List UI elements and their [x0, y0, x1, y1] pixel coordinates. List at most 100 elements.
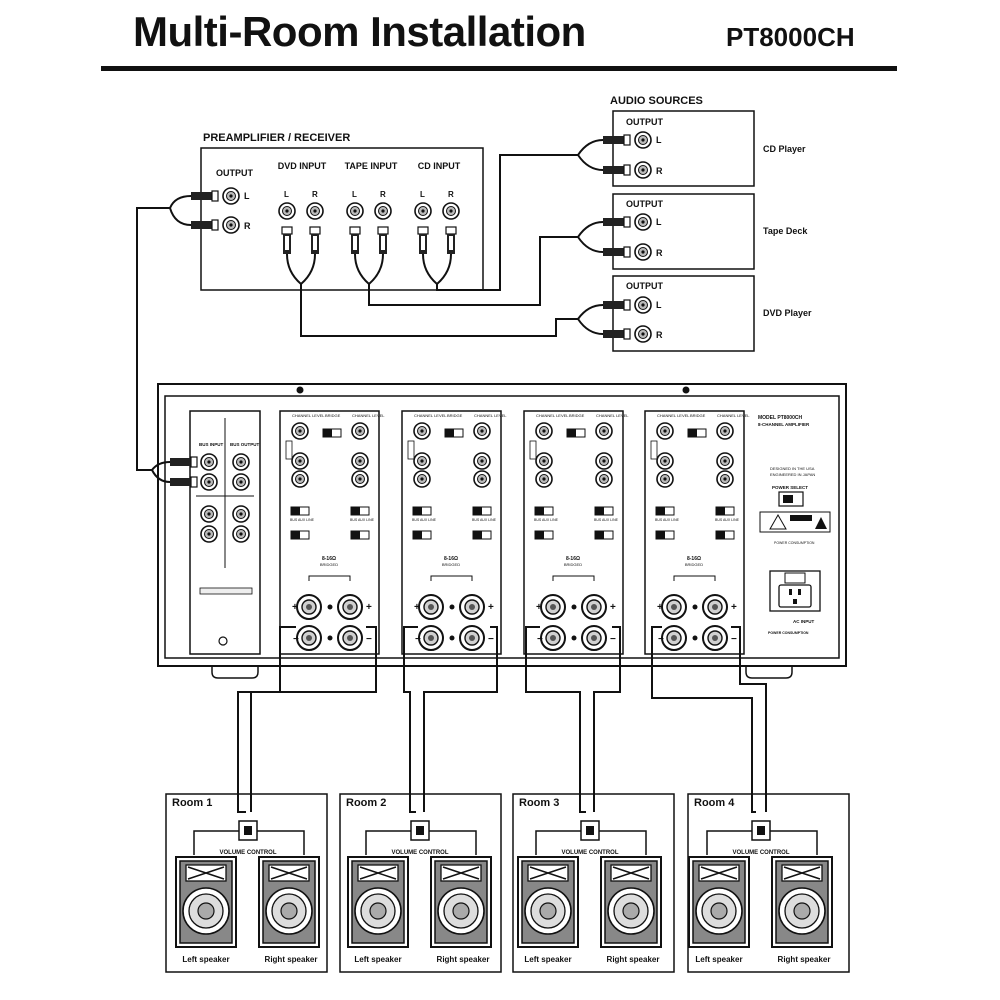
preamp-out-r: R	[244, 221, 251, 231]
channel-module-1: CHANNEL LEVEL BRIDGE CHANNEL LEVEL BUS A…	[279, 410, 385, 655]
svg-text:R: R	[656, 166, 663, 176]
svg-text:BUS AUX LINE: BUS AUX LINE	[655, 518, 680, 522]
room-3-right-speaker-label: Right speaker	[607, 955, 660, 964]
svg-text:VOLUME CONTROL: VOLUME CONTROL	[733, 850, 790, 856]
svg-text:BRIDGE: BRIDGE	[325, 413, 341, 418]
svg-text:−: −	[488, 634, 494, 645]
svg-text:CHANNEL LEVEL: CHANNEL LEVEL	[474, 413, 507, 418]
tape-deck-box	[612, 193, 755, 270]
svg-text:OUTPUT: OUTPUT	[626, 117, 664, 127]
svg-text:8-16Ω: 8-16Ω	[322, 556, 336, 562]
svg-text:8-16Ω: 8-16Ω	[566, 556, 580, 562]
svg-text:+: +	[292, 602, 298, 613]
room-3-label: Room 3	[519, 797, 559, 809]
svg-text:+: +	[488, 602, 494, 613]
page-title: Multi-Room Installation	[133, 8, 586, 55]
svg-text:BUS AUX LINE: BUS AUX LINE	[534, 518, 559, 522]
amp-model-label: MODEL PT8000CH	[758, 415, 802, 421]
cd-input-label: CD INPUT	[418, 161, 461, 171]
speaker-cables	[237, 626, 767, 813]
dvd-player-box	[612, 275, 755, 352]
svg-text:BUS AUX LINE: BUS AUX LINE	[472, 518, 497, 522]
svg-text:L: L	[352, 190, 357, 199]
svg-text:R: R	[656, 248, 663, 258]
svg-text:−: −	[415, 634, 421, 645]
svg-text:OUTPUT: OUTPUT	[626, 281, 664, 291]
channel-module-2: CHANNEL LEVEL BRIDGE CHANNEL LEVEL BUS A…	[401, 410, 507, 655]
svg-text:POWER CONSUMPTION: POWER CONSUMPTION	[774, 541, 815, 545]
svg-text:L: L	[284, 190, 289, 199]
tape-input-label: TAPE INPUT	[345, 161, 398, 171]
channel-module-4: CHANNEL LEVEL BRIDGE CHANNEL LEVEL BUS A…	[644, 410, 750, 655]
svg-text:BUS OUTPUT: BUS OUTPUT	[230, 442, 260, 447]
svg-text:BUS AUX LINE: BUS AUX LINE	[594, 518, 619, 522]
room-1-right-speaker-label: Right speaker	[265, 955, 318, 964]
preamp-output-label: OUTPUT	[216, 168, 254, 178]
svg-text:+: +	[610, 602, 616, 613]
svg-text:8-CHANNEL AMPLIFIER: 8-CHANNEL AMPLIFIER	[758, 422, 810, 427]
svg-text:BUS AUX LINE: BUS AUX LINE	[412, 518, 437, 522]
preamp-out-l: L	[244, 191, 250, 201]
room-1-left-speaker-label: Left speaker	[182, 955, 229, 964]
bus-panel	[189, 410, 261, 655]
svg-text:−: −	[658, 634, 664, 645]
audio-sources-title: AUDIO SOURCES	[610, 95, 703, 107]
svg-text:−: −	[537, 634, 543, 645]
svg-text:AC INPUT: AC INPUT	[793, 619, 815, 624]
title-rule	[101, 66, 897, 71]
svg-text:BUS AUX LINE: BUS AUX LINE	[290, 518, 315, 522]
room-4: Room 4 VOLUME CONTROL Left speaker Right…	[687, 793, 850, 973]
rooms: Room 1 VOLUME CONTROL Left speaker Right…	[165, 793, 850, 973]
source-cables	[136, 154, 578, 471]
room-3: Room 3 VOLUME CONTROL Left speaker Right…	[512, 793, 675, 973]
svg-text:CHANNEL LEVEL: CHANNEL LEVEL	[352, 413, 385, 418]
svg-text:BUS AUX LINE: BUS AUX LINE	[350, 518, 375, 522]
svg-text:BRIDGED: BRIDGED	[442, 562, 460, 567]
preamp-title: PREAMPLIFIER / RECEIVER	[203, 132, 350, 144]
svg-text:−: −	[366, 634, 372, 645]
svg-text:R: R	[656, 330, 663, 340]
svg-text:L: L	[656, 217, 662, 227]
svg-text:CHANNEL LEVEL: CHANNEL LEVEL	[596, 413, 629, 418]
channel-module-3: CHANNEL LEVEL BRIDGE CHANNEL LEVEL BUS A…	[523, 410, 629, 655]
svg-text:+: +	[414, 602, 420, 613]
room-4-label: Room 4	[694, 797, 735, 809]
svg-text:R: R	[448, 190, 454, 199]
dvd-player-label: DVD Player	[763, 308, 812, 318]
svg-text:BRIDGED: BRIDGED	[564, 562, 582, 567]
svg-text:+: +	[657, 602, 663, 613]
svg-text:VOLUME CONTROL: VOLUME CONTROL	[392, 850, 449, 856]
svg-text:POWER CONSUMPTION: POWER CONSUMPTION	[768, 631, 809, 635]
svg-text:ENGINEERED IN JAPAN: ENGINEERED IN JAPAN	[770, 472, 815, 477]
amplifier-unit: BUS INPUT BUS OUTPUT CHANNEL LEVEL BRIDG…	[150, 383, 847, 679]
model-number: PT8000CH	[726, 22, 855, 52]
svg-text:+: +	[366, 602, 372, 613]
svg-text:L: L	[656, 135, 662, 145]
svg-text:VOLUME CONTROL: VOLUME CONTROL	[220, 850, 277, 856]
svg-text:−: −	[610, 634, 616, 645]
tape-deck-label: Tape Deck	[763, 226, 808, 236]
svg-text:+: +	[536, 602, 542, 613]
svg-text:CHANNEL LEVEL: CHANNEL LEVEL	[657, 413, 690, 418]
svg-text:BRIDGED: BRIDGED	[685, 562, 703, 567]
svg-text:BUS AUX LINE: BUS AUX LINE	[715, 518, 740, 522]
cd-player-box	[612, 110, 755, 187]
dvd-input-label: DVD INPUT	[278, 161, 327, 171]
svg-text:R: R	[380, 190, 386, 199]
svg-text:+: +	[731, 602, 737, 613]
svg-text:BRIDGE: BRIDGE	[447, 413, 463, 418]
svg-text:CHANNEL LEVEL: CHANNEL LEVEL	[292, 413, 325, 418]
room-3-left-speaker-label: Left speaker	[524, 955, 571, 964]
svg-text:OUTPUT: OUTPUT	[626, 199, 664, 209]
svg-text:BRIDGED: BRIDGED	[320, 562, 338, 567]
svg-text:VOLUME CONTROL: VOLUME CONTROL	[562, 850, 619, 856]
audio-sources: AUDIO SOURCES OUTPUT L R CD Player OUTPU…	[576, 95, 812, 352]
svg-text:8-16Ω: 8-16Ω	[687, 556, 701, 562]
svg-text:CHANNEL LEVEL: CHANNEL LEVEL	[717, 413, 750, 418]
svg-text:DESIGNED IN THE USA: DESIGNED IN THE USA	[770, 466, 815, 471]
svg-text:8-16Ω: 8-16Ω	[444, 556, 458, 562]
svg-text:CHANNEL LEVEL: CHANNEL LEVEL	[414, 413, 447, 418]
room-2-right-speaker-label: Right speaker	[437, 955, 490, 964]
channel-modules: CHANNEL LEVEL BRIDGE CHANNEL LEVEL BUS A…	[279, 410, 750, 655]
